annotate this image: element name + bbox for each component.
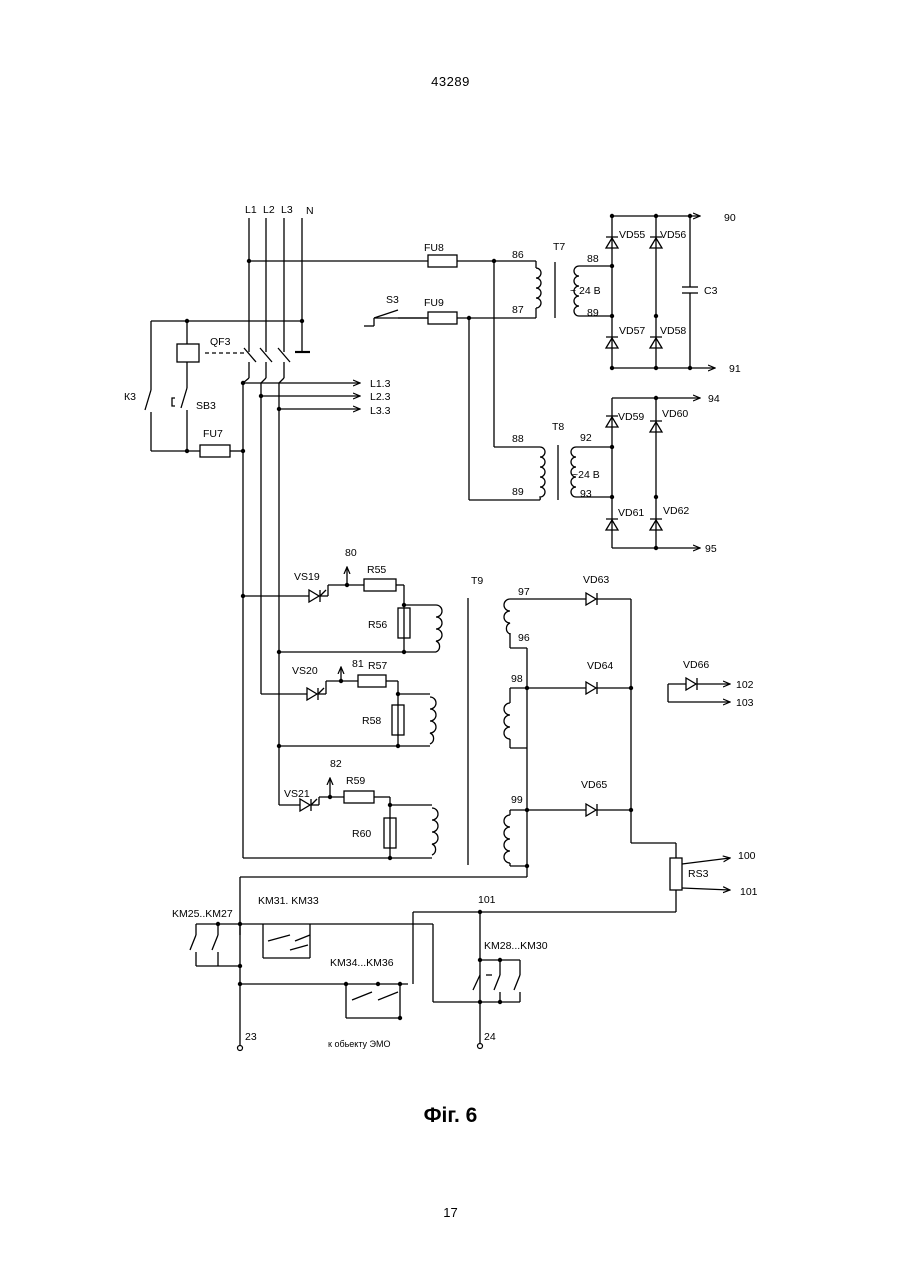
label-81: 81 xyxy=(352,658,364,670)
label-88a: 88 xyxy=(587,253,599,265)
label-qf3: QF3 xyxy=(210,336,231,348)
page-number: 17 xyxy=(0,1205,901,1220)
label-vd66: VD66 xyxy=(683,659,709,671)
label-r59: R59 xyxy=(346,775,365,787)
label-fu9: FU9 xyxy=(424,297,444,309)
label-vd61: VD61 xyxy=(618,507,644,519)
label-80: 80 xyxy=(345,547,357,559)
phase-feeds xyxy=(241,378,360,858)
label-89a: 89 xyxy=(587,307,599,319)
label-l3-3: L3.3 xyxy=(370,405,391,417)
label-94: 94 xyxy=(708,393,720,405)
label-r56: R56 xyxy=(368,619,387,631)
label-fu8: FU8 xyxy=(424,242,444,254)
label-sb3: SB3 xyxy=(196,400,216,412)
label-24: 24 xyxy=(484,1031,496,1043)
label-102: 102 xyxy=(736,679,754,691)
label-97: 97 xyxy=(518,586,530,598)
label-100: 100 xyxy=(738,850,756,862)
label-l3: L3 xyxy=(281,204,293,216)
label-96: 96 xyxy=(518,632,530,644)
label-101b: 101 xyxy=(478,894,496,906)
label-n: N xyxy=(306,205,314,217)
label-rs3: RS3 xyxy=(688,868,709,880)
label-vs21: VS21 xyxy=(284,788,310,800)
main-bus-lines xyxy=(249,218,310,352)
breaker-qf3 xyxy=(205,348,290,378)
label-l1-3: L1.3 xyxy=(370,378,391,390)
label-24va: ~ 24 B xyxy=(570,285,601,297)
label-s3: S3 xyxy=(386,294,399,306)
label-r58: R58 xyxy=(362,715,381,727)
label-98: 98 xyxy=(511,673,523,685)
label-vd64: VD64 xyxy=(587,660,613,672)
label-emo: к обьекту ЭМО xyxy=(328,1039,391,1049)
label-k3: К3 xyxy=(124,391,136,403)
label-23: 23 xyxy=(245,1031,257,1043)
figure-caption: Фіг. 6 xyxy=(0,1104,901,1128)
label-l2-3: L2.3 xyxy=(370,391,391,403)
label-93: 93 xyxy=(580,488,592,500)
label-89b: 89 xyxy=(512,486,524,498)
label-vd58: VD58 xyxy=(660,325,686,337)
label-r57: R57 xyxy=(368,660,387,672)
label-c3: C3 xyxy=(704,285,718,297)
label-t7: T7 xyxy=(553,241,565,253)
label-t9: T9 xyxy=(471,575,483,587)
label-vd62: VD62 xyxy=(663,505,689,517)
thyristor-branch-vs21 xyxy=(243,778,438,860)
label-vs20: VS20 xyxy=(292,665,318,677)
label-vs19: VS19 xyxy=(294,571,320,583)
label-fu7: FU7 xyxy=(203,428,223,440)
label-103: 103 xyxy=(736,697,754,709)
label-vd59: VD59 xyxy=(618,411,644,423)
label-95: 95 xyxy=(705,543,717,555)
label-km31-33: KM31. KM33 xyxy=(258,895,319,907)
label-km25-27: KM25..KM27 xyxy=(172,908,233,920)
label-km34-36: KM34...KM36 xyxy=(330,957,394,969)
label-vd57: VD57 xyxy=(619,325,645,337)
label-24vb: ~24 B xyxy=(572,469,600,481)
label-vd63: VD63 xyxy=(583,574,609,586)
label-88b: 88 xyxy=(512,433,524,445)
label-91: 91 xyxy=(729,363,741,375)
label-90: 90 xyxy=(724,212,736,224)
label-l2: L2 xyxy=(263,204,275,216)
label-l1: L1 xyxy=(245,204,257,216)
label-99: 99 xyxy=(511,794,523,806)
label-vd55: VD55 xyxy=(619,229,645,241)
label-km28-30: KM28...KM30 xyxy=(484,940,548,952)
label-82: 82 xyxy=(330,758,342,770)
label-t8: T8 xyxy=(552,421,564,433)
label-101a: 101 xyxy=(740,886,758,898)
label-vd65: VD65 xyxy=(581,779,607,791)
label-92: 92 xyxy=(580,432,592,444)
label-vd60: VD60 xyxy=(662,408,688,420)
label-vd56: VD56 xyxy=(660,229,686,241)
label-86: 86 xyxy=(512,249,524,261)
thyristor-branch-vs20 xyxy=(261,667,436,748)
label-r55: R55 xyxy=(367,564,386,576)
label-r60: R60 xyxy=(352,828,371,840)
thyristor-branch-vs19 xyxy=(241,567,442,654)
label-87: 87 xyxy=(512,304,524,316)
t9-secondary xyxy=(413,593,730,914)
